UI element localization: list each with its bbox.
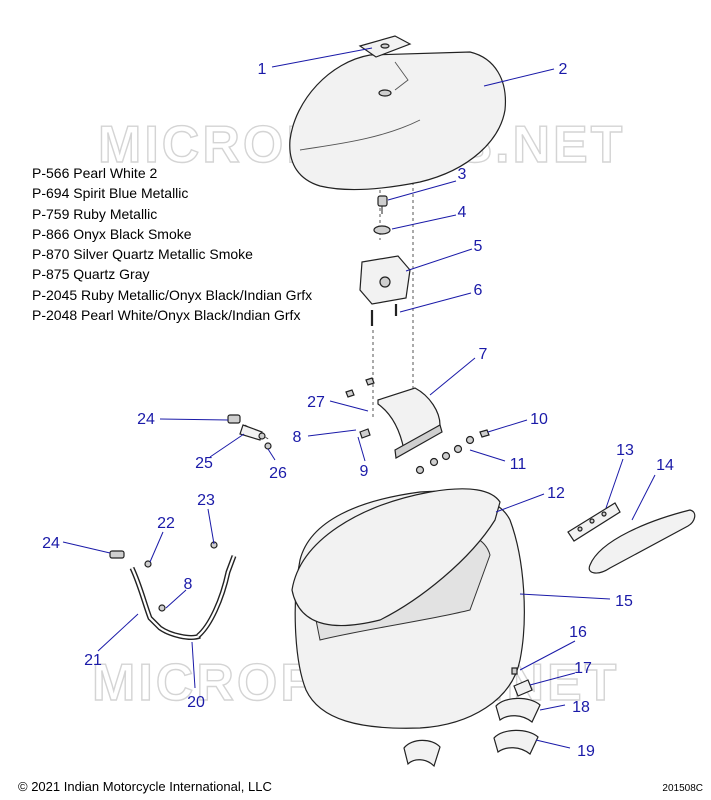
- washer: [373, 225, 391, 235]
- callout-4: 4: [458, 204, 467, 221]
- callout-26: 26: [269, 465, 287, 482]
- lid-emblem: [358, 35, 412, 58]
- leader-lines: [62, 47, 656, 749]
- callout-12: 12: [547, 485, 565, 502]
- paint-code: P-566 Pearl White 2: [32, 165, 158, 181]
- callout-11: 11: [510, 456, 527, 473]
- callout-20: 20: [187, 694, 205, 711]
- paint-code: P-2048 Pearl White/Onyx Black/Indian Grf…: [32, 307, 301, 324]
- callout-17: 17: [574, 660, 592, 677]
- paint-code: P-870 Silver Quartz Metallic Smoke: [32, 246, 253, 263]
- callout-7: 7: [479, 346, 488, 363]
- callout-18: 18: [572, 699, 590, 716]
- clamp-group-upper: [227, 414, 272, 450]
- paint-code: P-759 Ruby Metallic: [32, 205, 158, 222]
- callout-1: 1: [258, 61, 267, 78]
- callout-22: 22: [157, 515, 175, 532]
- reflector-lens: [588, 509, 696, 574]
- saddlebag-lid: [289, 51, 507, 191]
- mount-hardware: [403, 667, 541, 768]
- paint-code: P-694 Spirit Blue Metallic: [32, 185, 189, 202]
- callout-3: 3: [458, 166, 467, 183]
- callout-10: 10: [530, 411, 548, 428]
- paint-code-list: P-566 Pearl White 2 P-694 Spirit Blue Me…: [32, 163, 312, 325]
- bolts-and-nuts: [345, 377, 490, 475]
- callout-19: 19: [577, 743, 595, 760]
- paint-code: P-866 Onyx Black Smoke: [32, 225, 192, 242]
- callout-15: 15: [615, 593, 633, 610]
- latch-assembly: [359, 255, 411, 305]
- lens-retainer: [567, 502, 621, 542]
- drawing-id: 201508C: [662, 783, 703, 794]
- callout-8-lower: 8: [184, 576, 193, 593]
- callout-9: 9: [360, 463, 369, 480]
- screw: [377, 195, 388, 214]
- paint-code: P-2045 Ruby Metallic/Onyx Black/Indian G…: [32, 286, 313, 303]
- copyright-notice: © 2021 Indian Motorcycle International, …: [18, 779, 272, 794]
- callout-23: 23: [197, 492, 215, 509]
- callout-21: 21: [84, 652, 102, 669]
- callout-24-lower: 24: [42, 535, 60, 552]
- callout-25: 25: [195, 455, 213, 472]
- support-brackets: [109, 541, 237, 640]
- callouts: 1 2 3 4 5 6 7 8 9 10 11 12 13 14 15 16 1…: [42, 61, 674, 760]
- callout-2: 2: [559, 61, 568, 78]
- callout-5: 5: [474, 238, 483, 255]
- callout-14: 14: [656, 457, 674, 474]
- callout-8-upper: 8: [293, 429, 302, 446]
- saddlebag-rail: [291, 488, 501, 627]
- callout-16: 16: [569, 624, 587, 641]
- latch-screw: [370, 304, 398, 326]
- callout-13: 13: [616, 442, 634, 459]
- paint-code: P-875 Quartz Gray: [32, 266, 150, 283]
- callout-27: 27: [307, 394, 325, 411]
- callout-6: 6: [474, 282, 483, 299]
- hinge-bracket: [377, 387, 443, 459]
- callout-24-upper: 24: [137, 411, 155, 428]
